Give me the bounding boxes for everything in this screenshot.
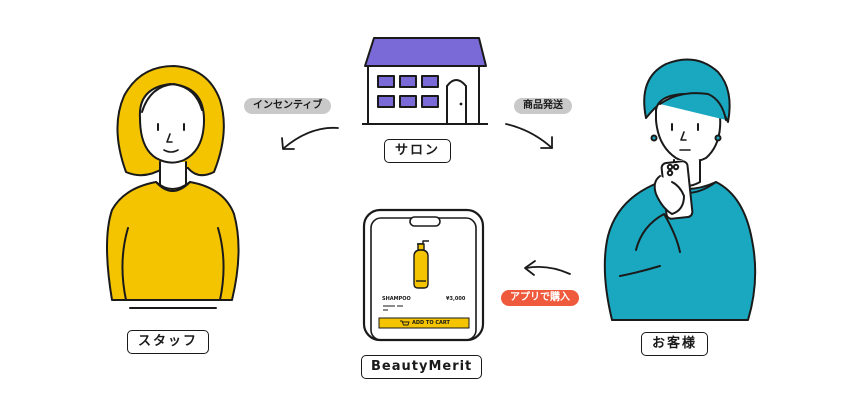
arrow-icon — [281, 123, 571, 276]
app-name-label: BeautyMerit — [361, 355, 483, 379]
product-name: SHAMPOO — [382, 296, 411, 302]
shipping-flow-label: 商品発送 — [514, 98, 572, 114]
purchase-flow-label: アプリで購入 — [501, 290, 579, 306]
cart-icon — [400, 320, 410, 326]
customer-illustration — [603, 58, 757, 321]
customer-label: お客様 — [641, 332, 709, 356]
staff-label: スタッフ — [127, 330, 210, 354]
product-price: ¥3,000 — [446, 296, 466, 302]
add-to-cart-button[interactable]: ADD TO CART — [412, 320, 450, 326]
staff-illustration — [106, 65, 240, 309]
incentive-flow-label: インセンティブ — [244, 98, 332, 114]
smartphone-icon — [362, 208, 485, 342]
salon-building-icon — [362, 37, 488, 125]
salon-label: サロン — [384, 139, 452, 163]
shampoo-bottle-icon — [413, 240, 429, 289]
